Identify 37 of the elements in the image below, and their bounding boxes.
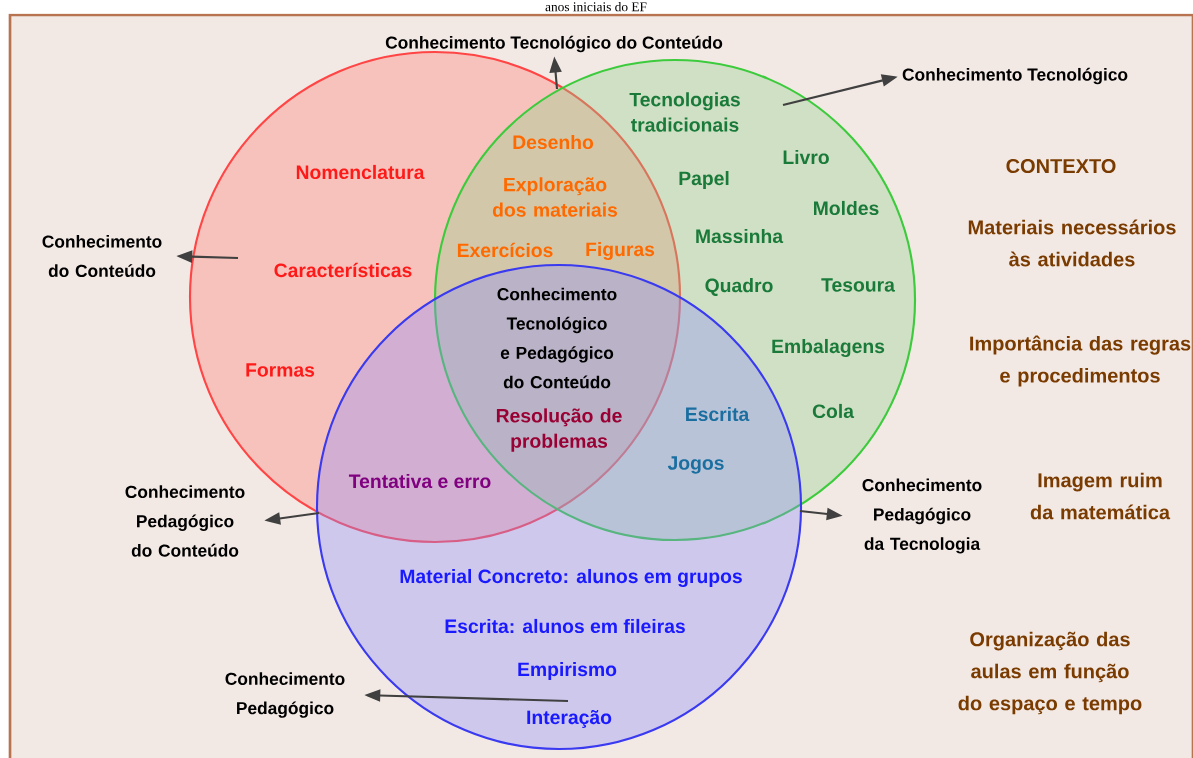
circle-text: Quadro [705, 278, 773, 296]
concept-label: Conhecimento Pedagógico [225, 672, 345, 718]
context-text: Organização das aulas em função do espaço e tempo [958, 631, 1142, 715]
circle-text: Formas [246, 363, 315, 377]
context-text: CONTEXTO [1006, 158, 1116, 174]
region-text: Desenho [513, 134, 594, 150]
region-text: Resolução de problemas [496, 408, 622, 452]
circle-text: Características [274, 262, 412, 278]
circle-text: Escrita: alunos em fileiras [445, 618, 685, 634]
circle-text: Embalagens [772, 338, 885, 358]
context-text: Materiais necessários às atividades [968, 219, 1176, 267]
concept-label: Conhecimento do Conteúdo [42, 234, 162, 278]
circle-text: Tecnologias tradicionais [629, 92, 740, 132]
concept-label: Conhecimento Pedagógico do Conteúdo [125, 485, 245, 557]
circle-text: Empirismo [518, 662, 617, 680]
concept-label: Conhecimento Tecnológico [902, 67, 1128, 85]
circle-text: Tesoura [821, 278, 895, 292]
circle-text: Papel [679, 171, 729, 189]
circle-text: Livro [783, 149, 829, 165]
region-text: Tentativa e erro [348, 473, 491, 489]
region-text: Exploração dos materiais [492, 177, 618, 217]
region-text: Escrita [686, 406, 750, 422]
overlap-text: Conhecimento Tecnológico e Pedagógico do Conteúdo [497, 287, 617, 389]
circle-text: Moldes [814, 200, 879, 216]
context-text: Imagem ruim da matemática [1030, 472, 1171, 520]
circle-text: Interação [527, 710, 612, 728]
title: anos iniciais do EF [545, 1, 647, 12]
concept-label: Conhecimento Tecnológico do Conteúdo [385, 35, 723, 53]
region-text: Exercícios [457, 242, 553, 258]
context-text: Importância das regras e procedimentos [970, 335, 1191, 387]
region-text: Figuras [586, 241, 655, 261]
region-text: Jogos [667, 456, 724, 474]
circle-text: Massinha [696, 228, 784, 244]
circle-text: Material Concreto: alunos em grupos [400, 568, 742, 588]
circle-text: Nomenclatura [296, 164, 425, 180]
circle-text: Cola [812, 403, 855, 419]
concept-label: Conhecimento Pedagógico da Tecnologia [862, 478, 982, 554]
